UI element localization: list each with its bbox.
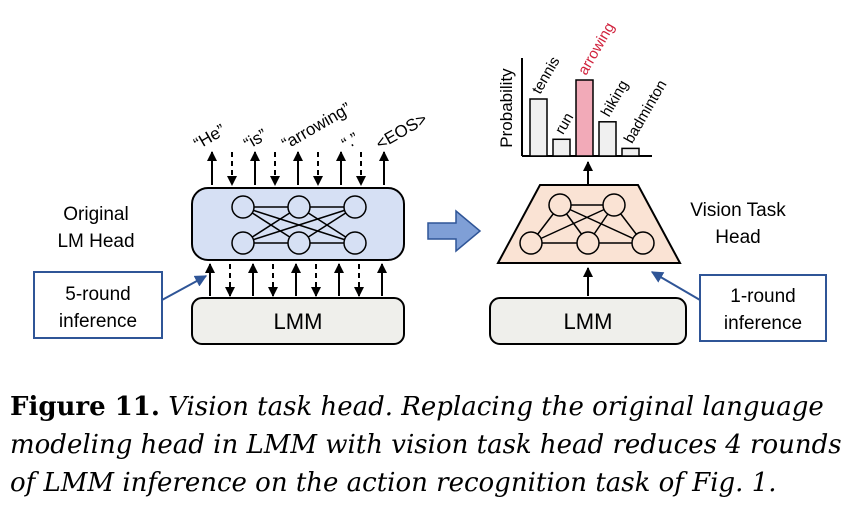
probability-chart: Probability tennisrunarrowinghikingbadmi… — [497, 20, 670, 157]
chart-y-label: Probability — [497, 68, 516, 148]
lmm-label-left: LMM — [274, 309, 323, 334]
bar-label-tennis: tennis — [529, 54, 564, 97]
callout-1-round-line1: 1-round — [730, 286, 796, 307]
lm-head-label-line1: Original — [63, 204, 128, 225]
caption-label: Figure 11. — [10, 392, 160, 422]
callout-5-round-line1: 5-round — [65, 284, 131, 305]
token-label-eos: <EOS> — [373, 109, 431, 153]
callout-5-round — [33, 271, 163, 339]
transition-arrow — [427, 209, 482, 253]
figure-caption: Figure 11. Vision task head. Replacing t… — [10, 388, 860, 502]
token-labels: “He” “is” “arrowing” “.” <EOS> — [191, 99, 431, 154]
lmm-to-head-arrows — [205, 263, 387, 297]
output-arrows — [207, 151, 389, 186]
bar-label-hiking: hiking — [598, 77, 632, 119]
bar-arrowing — [575, 79, 594, 157]
lmm-label-right: LMM — [564, 309, 613, 334]
callout-5-round-line2: inference — [59, 311, 137, 332]
lm-head-network — [231, 195, 367, 255]
lm-head-label-line2: LM Head — [57, 231, 134, 252]
vision-head-network — [519, 193, 655, 255]
lmm-box-left — [191, 297, 405, 345]
bar-tennis — [529, 98, 548, 157]
callout-1-round-line2: inference — [724, 313, 802, 334]
vision-head-label-line2: Head — [715, 227, 760, 248]
bar-run — [552, 138, 571, 157]
token-label-is: “is” — [241, 125, 271, 153]
callout-5-round-pointer — [161, 275, 208, 301]
bar-label-run: run — [552, 110, 578, 137]
bar-hiking — [598, 121, 617, 157]
caption-text: Vision task head. Replacing the original… — [10, 392, 842, 498]
callout-1-round-pointer — [650, 271, 701, 301]
bar-label-arrowing: arrowing — [575, 20, 618, 78]
bar-badminton — [621, 147, 640, 157]
chart-bars — [529, 79, 640, 157]
token-label-he: “He” — [191, 120, 229, 153]
vision-head-label-line1: Vision Task — [690, 200, 786, 221]
token-label-period: “.” — [339, 129, 363, 154]
callout-1-round — [699, 274, 827, 342]
lmm-box-right — [489, 297, 687, 345]
